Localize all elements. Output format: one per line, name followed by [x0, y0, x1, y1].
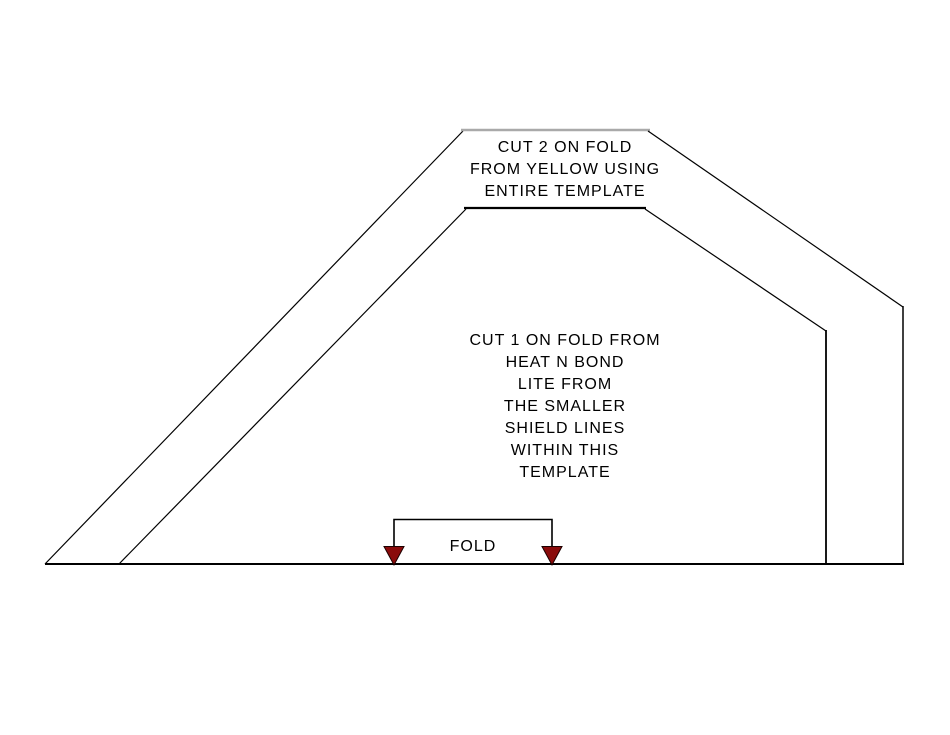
inner-cut-instruction-line-7: TEMPLATE	[519, 464, 611, 481]
inner-cut-instruction-line-3: LITE FROM	[517, 376, 613, 393]
inner-cut-instruction-line-5: SHIELD LINES	[504, 420, 626, 437]
outer-cut-instruction: CUT 2 ON FOLD FROM YELLOW USING ENTIRE T…	[400, 137, 730, 203]
inner-cut-instruction-line-4: THE SMALLER	[503, 398, 627, 415]
fold-label: FOLD	[449, 538, 497, 555]
inner-cut-instruction-line-1: CUT 1 ON FOLD FROM	[469, 332, 661, 349]
outer-cut-instruction-line-3: ENTIRE TEMPLATE	[484, 183, 646, 200]
fold-arrow-left-icon	[383, 546, 405, 567]
fold-arrow-right-icon	[541, 546, 563, 567]
inner-cut-instruction: CUT 1 ON FOLD FROM HEAT N BOND LITE FROM…	[400, 330, 730, 484]
inner-left-diagonal-line	[118, 208, 467, 565]
inner-right-diagonal-line	[644, 208, 827, 332]
outer-cut-instruction-line-1: CUT 2 ON FOLD	[497, 139, 633, 156]
fold-bracket-line	[393, 518, 553, 548]
outer-left-diagonal-line	[44, 130, 464, 565]
inner-cut-instruction-line-6: WITHIN THIS	[510, 442, 620, 459]
inner-cut-instruction-line-2: HEAT N BOND	[505, 354, 625, 371]
outer-cut-instruction-line-2: FROM YELLOW USING	[469, 161, 661, 178]
outer-right-diagonal-line	[647, 130, 904, 308]
